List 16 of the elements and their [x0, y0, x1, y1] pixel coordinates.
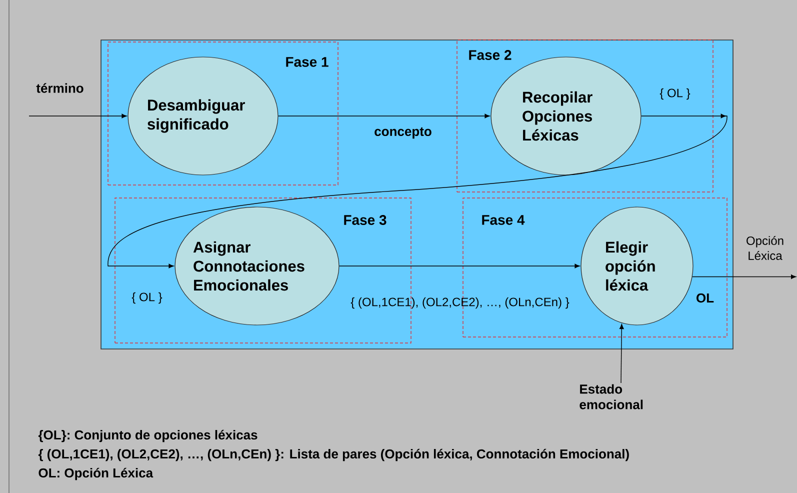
arrow [108, 114, 728, 268]
input-label: Estado emocional [580, 384, 643, 410]
arrow [28, 114, 127, 118]
edge-label: { OL } [660, 88, 690, 100]
legend-note: { (OL,1CE1), (OL2,CE2), …, (OLn,CEn) }: Lista de pares (Opción léxica, Connotación Emocional) [38, 448, 629, 462]
edge-label: Opción Léxica [746, 236, 784, 260]
arrow [619, 324, 624, 384]
arrow [692, 274, 796, 279]
arrow [278, 114, 490, 118]
edge-label: concepto [374, 127, 432, 139]
edge-label: { (OL,1CE1), (OL2,CE2), …, (OLn,CEn) } [350, 297, 570, 309]
legend-note: {OL}: Conjunto de opciones léxicas [38, 430, 258, 442]
edge-label: término [36, 83, 84, 93]
data-label: { OL } [132, 292, 162, 304]
arrow [338, 264, 580, 268]
legend-note: OL: Opción Léxica [38, 468, 154, 480]
